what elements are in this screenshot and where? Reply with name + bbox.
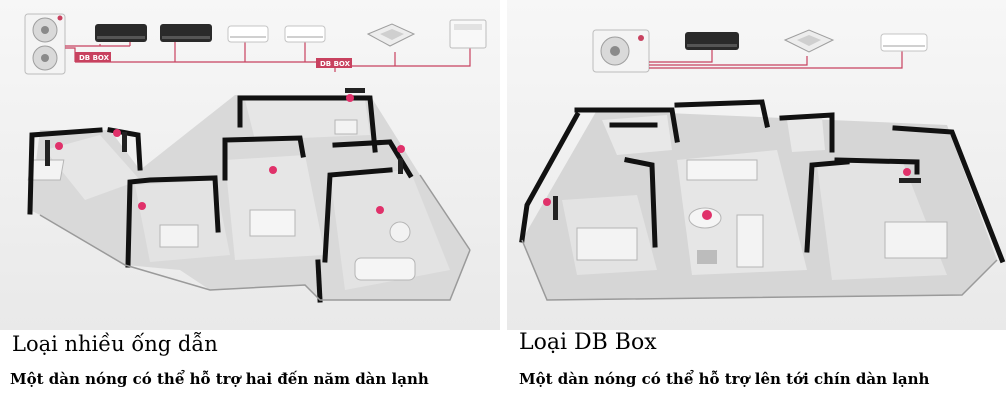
- wall-unit-white-icon: [227, 25, 269, 43]
- db-box-icon: DB BOX: [75, 52, 111, 62]
- indoor-unit-icons: [45, 88, 403, 174]
- multi-pipe-subtitle: Một dàn nóng có thể hỗ trợ hai đến năm d…: [10, 370, 429, 388]
- wall-unit-dark-icon: [95, 24, 147, 42]
- indoor-unit-markers: [55, 94, 405, 214]
- floorplan: [27, 95, 471, 303]
- db-box-label: DB BOX: [320, 60, 351, 68]
- panel-divider: [501, 0, 507, 400]
- db-box-floorplan: [507, 0, 1006, 330]
- wall-unit-white-icon: [284, 25, 326, 43]
- db-box-title: Loại DB Box: [519, 330, 657, 355]
- wall-unit-dark-icon: [685, 32, 739, 50]
- refrigerant-pipes: [65, 38, 471, 72]
- multi-pipe-title: Loại nhiều ống dẫn: [12, 332, 218, 356]
- cassette-unit-icon: [366, 23, 416, 47]
- multi-pipe-floorplan: DB BOX DB BOX: [0, 0, 500, 330]
- outdoor-unit-icon: [592, 29, 650, 73]
- floorplan: [519, 99, 1006, 301]
- wall-unit-white-icon: [880, 33, 928, 52]
- wall-unit-dark-icon: [160, 24, 212, 42]
- refrigerant-pipes: [649, 48, 903, 69]
- db-box-label: DB BOX: [79, 54, 110, 62]
- db-box-panel: Loại DB Box Một dàn nóng có thể hỗ trợ l…: [507, 0, 1006, 400]
- indoor-unit-icons: [553, 178, 921, 220]
- db-box-icon: DB BOX: [316, 58, 352, 68]
- floor-console-unit-icon: [449, 19, 487, 49]
- db-box-subtitle: Một dàn nóng có thể hỗ trợ lên tới chín …: [519, 370, 930, 388]
- indoor-unit-markers: [543, 168, 911, 220]
- outdoor-unit-icon: [24, 13, 66, 75]
- multi-pipe-panel: DB BOX DB BOX: [0, 0, 500, 400]
- cassette-unit-icon: [783, 29, 835, 53]
